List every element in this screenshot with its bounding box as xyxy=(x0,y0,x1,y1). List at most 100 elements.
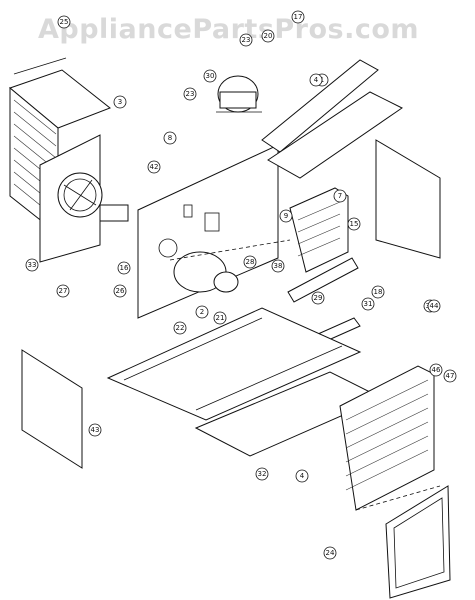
callout-27: 27 xyxy=(56,284,70,298)
callout-30: 30 xyxy=(203,69,217,83)
bulkhead-panel xyxy=(137,144,279,319)
callout-number: 24 xyxy=(326,549,335,557)
callout-15: 15 xyxy=(347,217,361,231)
callout-number: 28 xyxy=(246,258,255,266)
callout-23: 23 xyxy=(239,33,253,47)
callout-25: 25 xyxy=(57,15,71,29)
callout-circle xyxy=(347,217,361,231)
callout-number: 15 xyxy=(350,220,359,228)
callout-circle xyxy=(309,73,323,87)
callout-16: 16 xyxy=(117,261,131,275)
base-pan xyxy=(106,307,362,421)
callout-number: 43 xyxy=(91,426,100,434)
front-grille xyxy=(385,485,451,599)
callout-8: 8 xyxy=(163,131,177,145)
callout-circle xyxy=(371,285,385,299)
callout-number: 46 xyxy=(432,366,441,374)
callout-number: 23 xyxy=(242,36,251,44)
watermark: AppliancePartsPros.com xyxy=(38,14,420,45)
callout-17: 17 xyxy=(291,10,305,24)
side-panel-right xyxy=(375,139,441,259)
callout-circle xyxy=(271,259,285,273)
callout-circle xyxy=(117,261,131,275)
callout-3: 3 xyxy=(113,95,127,109)
callout-number: 20 xyxy=(264,32,273,40)
callout-4: 4 xyxy=(309,73,323,87)
callout-circle xyxy=(261,29,275,43)
callout-circle xyxy=(239,33,253,47)
callout-circle xyxy=(113,95,127,109)
fan-shroud xyxy=(39,134,129,263)
callout-circle xyxy=(291,10,305,24)
callout-layer: 1234478915161718202122232324252627282930… xyxy=(25,10,457,560)
wrapper-panel-left xyxy=(21,349,83,469)
callout-29: 29 xyxy=(311,291,325,305)
callout-circle xyxy=(195,305,209,319)
callout-number: 44 xyxy=(430,302,439,310)
callout-number: 8 xyxy=(168,134,172,142)
callout-circle xyxy=(113,284,127,298)
callout-43: 43 xyxy=(88,423,102,437)
callout-4: 4 xyxy=(295,469,309,483)
callout-9: 9 xyxy=(279,209,293,223)
callout-number: 16 xyxy=(120,264,129,272)
callout-number: 4 xyxy=(300,472,305,480)
callout-46: 46 xyxy=(429,363,443,377)
callout-number: 17 xyxy=(294,13,303,21)
callout-circle xyxy=(311,291,325,305)
callout-21: 21 xyxy=(213,311,227,325)
callout-23: 23 xyxy=(183,87,197,101)
callout-circle xyxy=(323,546,337,560)
callout-circle xyxy=(213,311,227,325)
callout-26: 26 xyxy=(113,284,127,298)
callout-number: 27 xyxy=(59,287,68,295)
callout-number: 9 xyxy=(284,212,288,220)
callout-circle xyxy=(183,87,197,101)
callout-38: 38 xyxy=(271,259,285,273)
callout-circle xyxy=(173,321,187,335)
callout-47: 47 xyxy=(443,369,457,383)
callout-42: 42 xyxy=(147,160,161,174)
callout-circle xyxy=(147,160,161,174)
callout-18: 18 xyxy=(371,285,385,299)
callout-number: 30 xyxy=(206,72,215,80)
callout-number: 18 xyxy=(374,288,383,296)
callout-number: 4 xyxy=(314,76,319,84)
callout-circle xyxy=(295,469,309,483)
callout-circle xyxy=(25,258,39,272)
callout-circle xyxy=(255,467,269,481)
callout-circle xyxy=(163,131,177,145)
callout-circle xyxy=(333,189,347,203)
callout-number: 31 xyxy=(364,300,373,308)
callout-number: 23 xyxy=(186,90,195,98)
callout-number: 22 xyxy=(176,324,185,332)
callout-number: 21 xyxy=(216,314,225,322)
callout-circle xyxy=(56,284,70,298)
blower-housing xyxy=(173,251,239,293)
callout-number: 26 xyxy=(116,287,125,295)
callout-circle xyxy=(279,209,293,223)
callout-2: 2 xyxy=(195,305,209,319)
callout-22: 22 xyxy=(173,321,187,335)
callout-number: 47 xyxy=(446,372,455,380)
callout-circle xyxy=(203,69,217,83)
callout-number: 38 xyxy=(274,262,283,270)
callout-circle xyxy=(427,299,441,313)
callout-number: 2 xyxy=(200,308,204,316)
callout-number: 42 xyxy=(150,163,159,171)
condenser-coil-right xyxy=(339,365,435,511)
callout-31: 31 xyxy=(361,297,375,311)
callout-number: 33 xyxy=(28,261,37,269)
callout-number: 29 xyxy=(314,294,323,302)
callout-20: 20 xyxy=(261,29,275,43)
callout-number: 7 xyxy=(338,192,342,200)
callout-circle xyxy=(88,423,102,437)
callout-28: 28 xyxy=(243,255,257,269)
callout-33: 33 xyxy=(25,258,39,272)
callout-circle xyxy=(243,255,257,269)
callout-24: 24 xyxy=(323,546,337,560)
callout-circle xyxy=(429,363,443,377)
callout-circle xyxy=(443,369,457,383)
top-rail xyxy=(261,59,403,179)
